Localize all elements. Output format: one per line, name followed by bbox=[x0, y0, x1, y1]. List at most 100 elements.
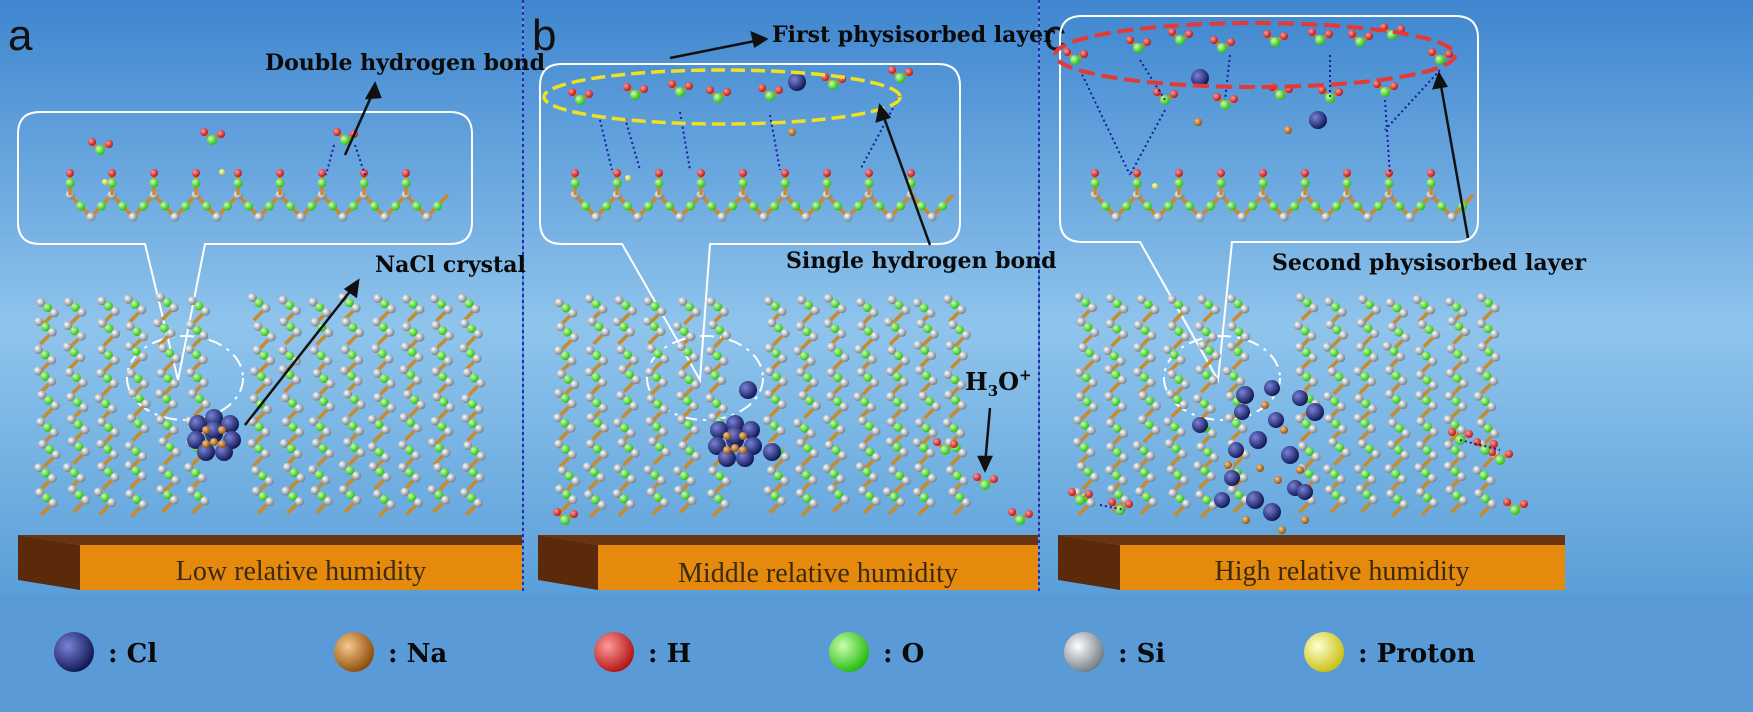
si-atom bbox=[201, 399, 211, 409]
si-atom bbox=[1294, 413, 1304, 423]
h-atom bbox=[1465, 430, 1473, 438]
si-atom bbox=[97, 345, 107, 355]
o-atom bbox=[591, 299, 601, 309]
o-atom bbox=[285, 322, 295, 332]
o-atom bbox=[103, 301, 113, 311]
si-atom bbox=[1367, 404, 1377, 414]
hydrogen-bond bbox=[599, 119, 613, 171]
si-atom bbox=[759, 212, 769, 222]
si-atom bbox=[888, 465, 898, 475]
o-atom bbox=[1331, 419, 1341, 429]
na-atom bbox=[1261, 401, 1269, 409]
o-atom bbox=[160, 201, 169, 211]
hydrogen-bond bbox=[859, 94, 901, 171]
si-atom bbox=[658, 427, 668, 437]
h-atom bbox=[640, 85, 648, 93]
si-atom bbox=[47, 473, 57, 483]
si-atom bbox=[412, 375, 422, 385]
si-atom bbox=[961, 498, 971, 508]
si-atom bbox=[81, 495, 91, 505]
si-atom bbox=[254, 212, 264, 222]
si-atom bbox=[568, 308, 578, 318]
humidity-label-a: Low relative humidity bbox=[176, 556, 426, 587]
si-atom bbox=[853, 392, 863, 402]
si-atom bbox=[430, 294, 440, 304]
si-atom bbox=[584, 490, 594, 500]
o-atom bbox=[653, 492, 663, 502]
h-atom bbox=[775, 86, 783, 94]
si-atom bbox=[1324, 413, 1334, 423]
si-atom bbox=[1445, 485, 1455, 495]
si-atom bbox=[430, 416, 440, 426]
si-atom bbox=[124, 341, 134, 351]
o-atom bbox=[1204, 345, 1214, 355]
si-atom bbox=[1457, 472, 1467, 482]
si-atom bbox=[809, 332, 819, 342]
o-atom bbox=[408, 327, 418, 337]
si-atom bbox=[703, 365, 713, 375]
si-atom bbox=[721, 330, 731, 340]
si-atom bbox=[1086, 498, 1096, 508]
si-atom bbox=[645, 416, 655, 426]
si-atom bbox=[251, 486, 261, 496]
si-atom bbox=[1279, 212, 1289, 222]
o-atom bbox=[619, 423, 629, 433]
o-atom bbox=[1364, 444, 1374, 454]
o-atom bbox=[71, 372, 81, 382]
si-atom bbox=[912, 298, 922, 308]
si-atom bbox=[1210, 305, 1220, 315]
o-atom bbox=[132, 327, 142, 337]
si-atom bbox=[705, 346, 715, 356]
si-atom bbox=[1490, 428, 1500, 438]
o-atom bbox=[919, 443, 929, 453]
si-atom bbox=[1446, 344, 1456, 354]
h-atom bbox=[234, 169, 242, 177]
o-atom bbox=[707, 201, 716, 211]
si-atom bbox=[279, 438, 289, 448]
na-atom bbox=[1256, 464, 1264, 472]
o-atom bbox=[1480, 396, 1490, 406]
si-atom bbox=[157, 465, 167, 475]
si-atom bbox=[1104, 391, 1114, 401]
si-atom bbox=[168, 399, 178, 409]
si-atom bbox=[599, 423, 609, 433]
si-atom bbox=[646, 394, 656, 404]
si-atom bbox=[138, 352, 148, 362]
si-atom bbox=[261, 449, 271, 459]
na-atom bbox=[1296, 466, 1304, 474]
si-atom bbox=[474, 404, 484, 414]
o-atom bbox=[202, 201, 211, 211]
si-atom bbox=[381, 425, 391, 435]
si-atom bbox=[1355, 484, 1365, 494]
o-atom bbox=[831, 445, 841, 455]
h-atom bbox=[1445, 50, 1453, 58]
si-atom bbox=[463, 441, 473, 451]
si-atom bbox=[801, 212, 811, 222]
si-atom bbox=[1133, 367, 1143, 377]
si-atom bbox=[1105, 442, 1115, 452]
h-atom bbox=[1227, 38, 1235, 46]
si-atom bbox=[291, 306, 301, 316]
o-atom bbox=[802, 493, 812, 503]
h-atom bbox=[1343, 169, 1351, 177]
o-atom bbox=[684, 374, 694, 384]
h-atom bbox=[88, 138, 96, 146]
si-atom bbox=[585, 345, 595, 355]
hydrogen-bond bbox=[354, 144, 366, 176]
si-atom bbox=[1111, 212, 1121, 222]
o-atom bbox=[41, 493, 51, 503]
si-atom bbox=[1197, 294, 1207, 304]
si-atom bbox=[871, 426, 881, 436]
si-atom bbox=[1311, 474, 1321, 484]
si-atom bbox=[836, 474, 846, 484]
si-atom bbox=[1073, 415, 1083, 425]
si-atom bbox=[1341, 377, 1351, 387]
si-atom bbox=[462, 368, 472, 378]
si-atom bbox=[262, 404, 272, 414]
si-atom bbox=[441, 448, 451, 458]
si-atom bbox=[110, 306, 120, 316]
o-atom bbox=[679, 471, 689, 481]
o-atom bbox=[103, 350, 113, 360]
o-atom bbox=[1361, 399, 1371, 409]
si-atom bbox=[110, 472, 120, 482]
